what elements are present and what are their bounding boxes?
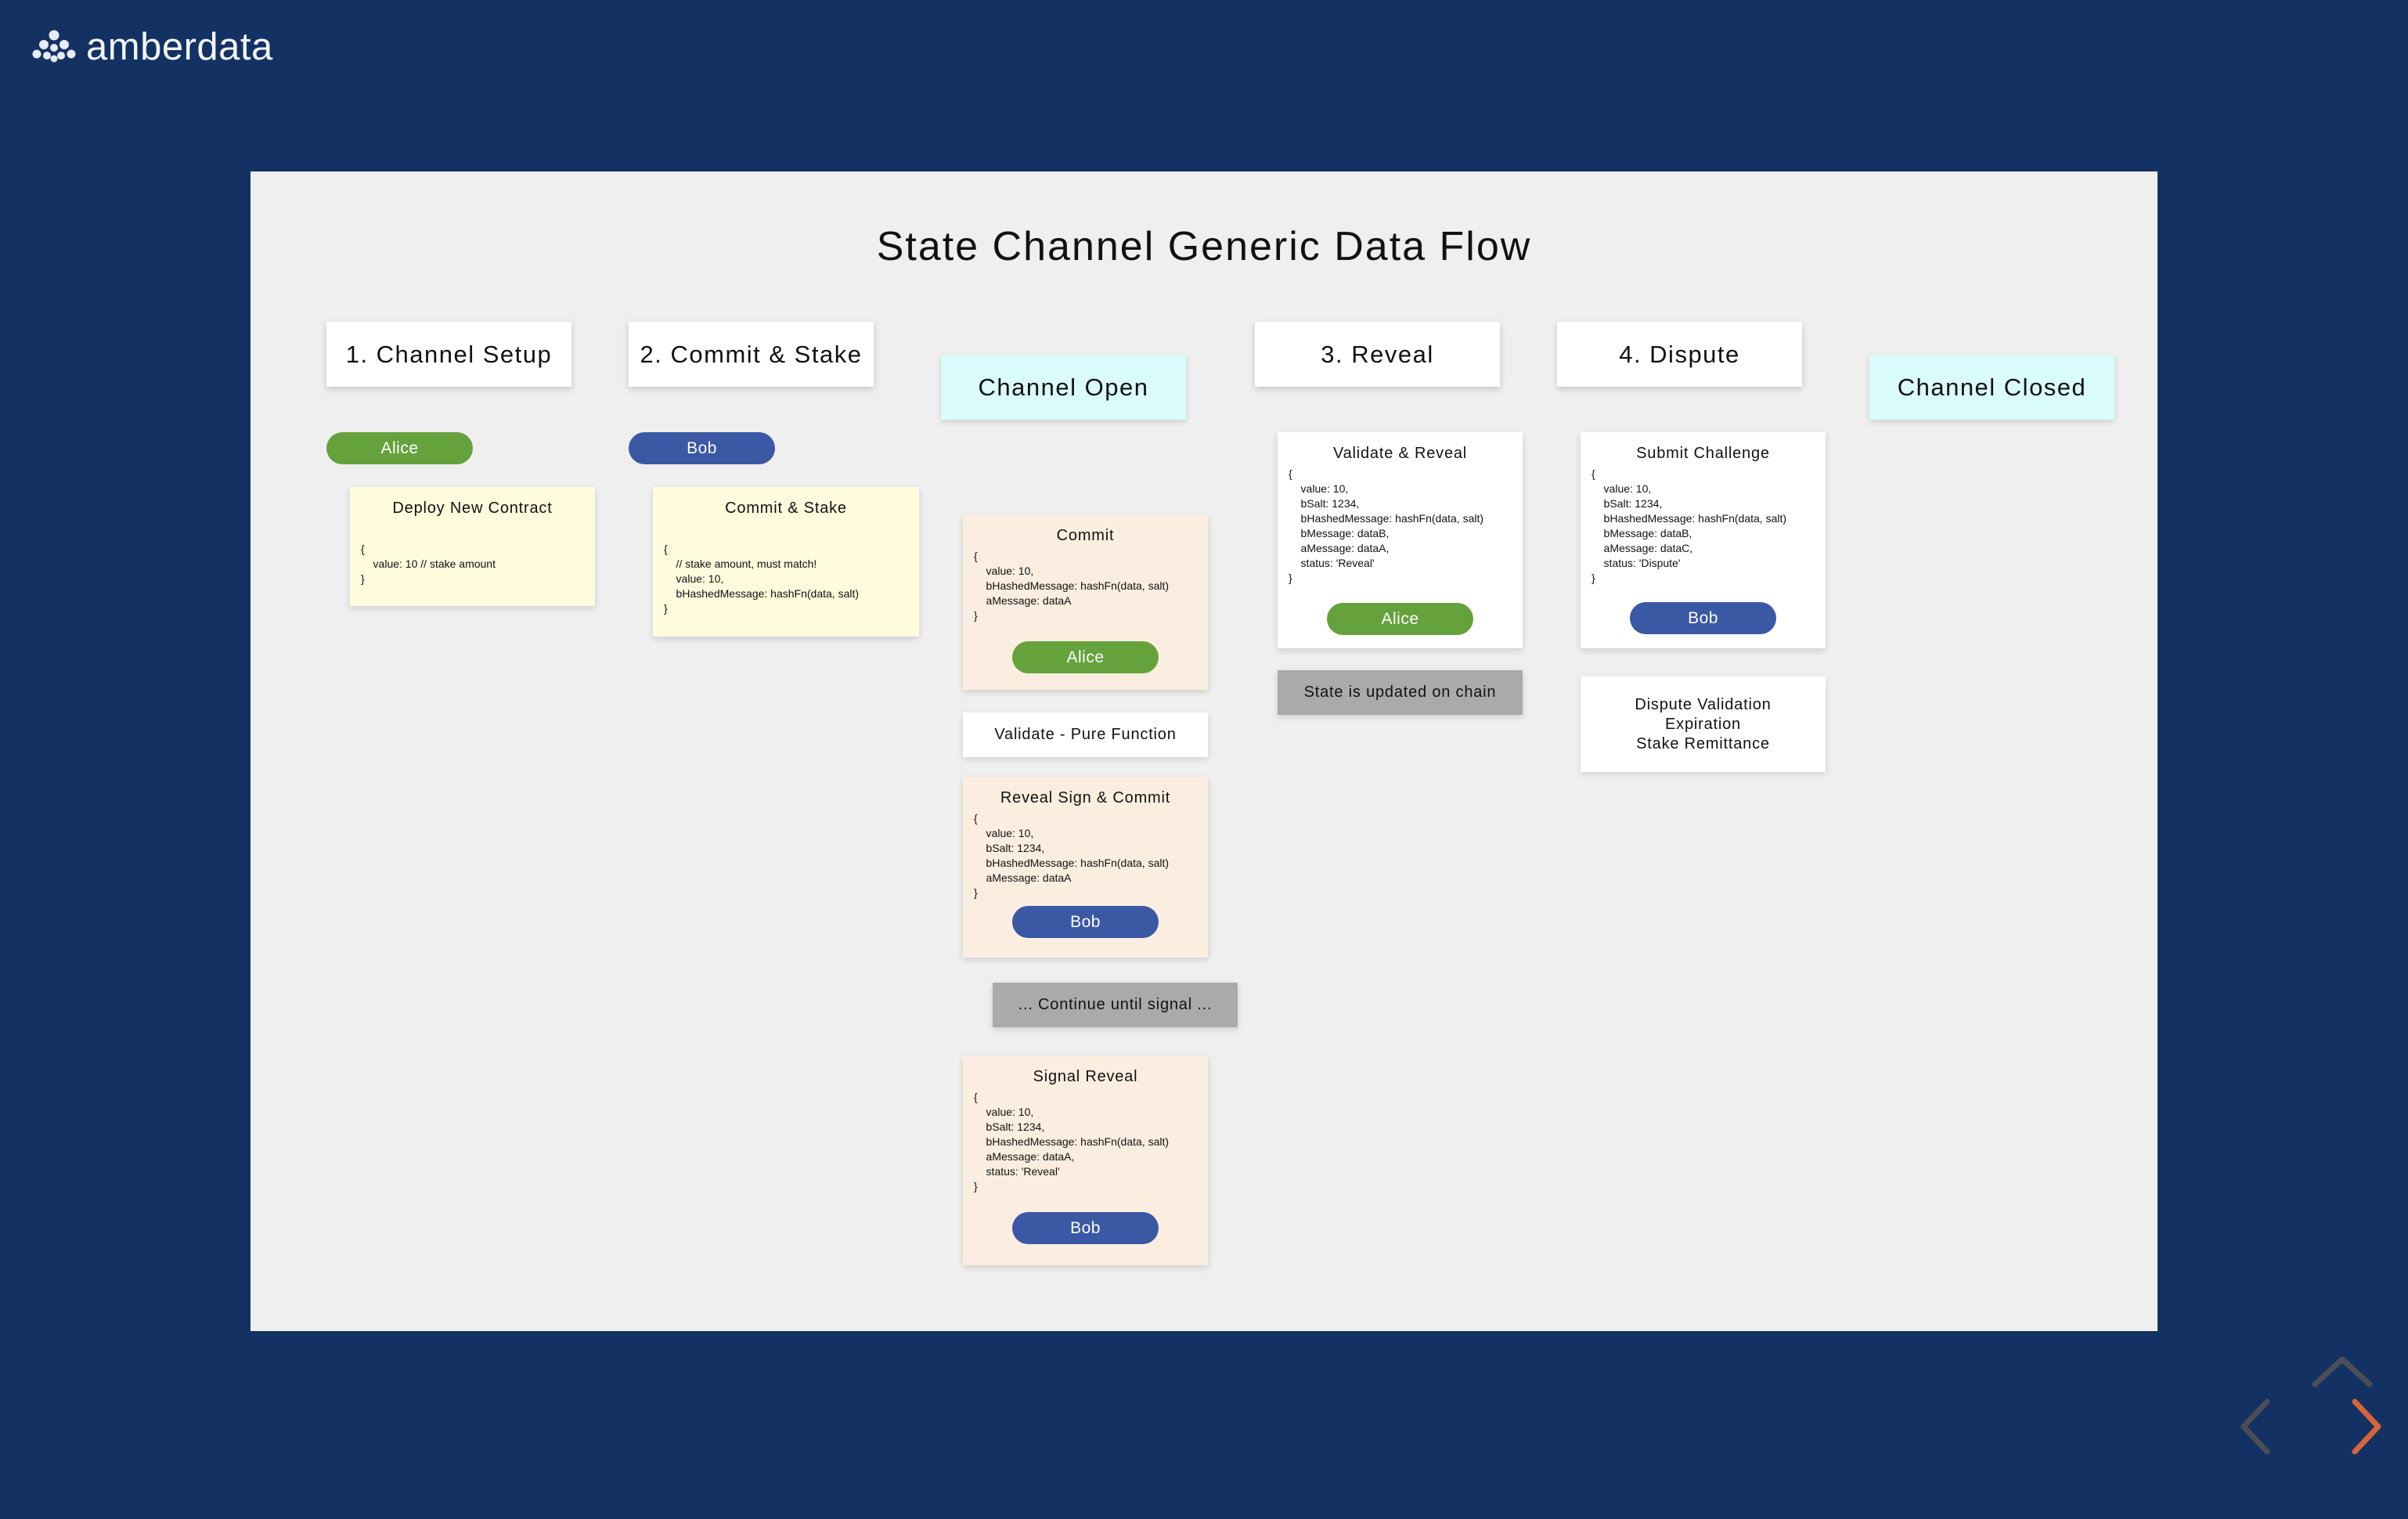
signal-reveal-card: Signal Reveal { value: 10, bSalt: 1234, … [963, 1055, 1208, 1265]
card-title: Commit & Stake [725, 500, 847, 517]
state-updated-box: State is updated on chain [1278, 670, 1523, 715]
validate-pure-function-box: Validate - Pure Function [963, 713, 1208, 757]
card-title: Signal Reveal [1033, 1068, 1138, 1085]
slide-canvas: State Channel Generic Data Flow 1. Chann… [251, 171, 2157, 1331]
slide-title: State Channel Generic Data Flow [876, 224, 1532, 269]
code-block: { value: 10 // stake amount } [361, 543, 496, 585]
stage-channel-setup: 1. Channel Setup [326, 322, 571, 387]
card-title: Deploy New Contract [392, 500, 553, 517]
nav-right-icon[interactable] [2352, 1398, 2381, 1455]
stage-reveal: 3. Reveal [1255, 322, 1500, 387]
brand-name: amberdata [86, 26, 273, 68]
dispute-note: Expiration [1665, 715, 1741, 733]
code-block: { value: 10, bSalt: 1234, bHashedMessage… [1592, 467, 1787, 584]
dispute-note: Stake Remittance [1636, 734, 1770, 752]
nav-left-icon[interactable] [2240, 1398, 2270, 1455]
state-channel-closed: Channel Closed [1869, 355, 2114, 420]
deploy-contract-card: Deploy New Contract { value: 10 // stake… [350, 487, 595, 606]
nav-up-icon[interactable] [2312, 1356, 2373, 1387]
validate-reveal-card: Validate & Reveal { value: 10, bSalt: 12… [1278, 432, 1523, 648]
stage-dispute: 4. Dispute [1557, 322, 1802, 387]
card-title: Validate & Reveal [1332, 445, 1468, 462]
commit-stake-card: Commit & Stake { // stake amount, must m… [653, 487, 919, 637]
actor-bob-badge: Bob [1012, 906, 1159, 938]
slide-navigation [2240, 1356, 2381, 1455]
actor-bob-badge: Bob [1012, 1212, 1159, 1244]
code-block: { value: 10, bSalt: 1234, bHashedMessage… [974, 812, 1170, 899]
actor-alice-badge: Alice [1327, 603, 1473, 635]
card-title: Commit [1056, 527, 1115, 544]
code-block: { // stake amount, must match! value: 10… [664, 543, 860, 615]
card-title: Reveal Sign & Commit [1000, 789, 1171, 806]
dispute-note: Dispute Validation [1635, 695, 1772, 713]
dispute-outcomes-box: Dispute Validation Expiration Stake Remi… [1581, 677, 1826, 772]
actor-alice-badge: Alice [1012, 641, 1159, 673]
card-title: Submit Challenge [1636, 445, 1770, 462]
reveal-sign-commit-card: Reveal Sign & Commit { value: 10, bSalt:… [963, 777, 1208, 958]
submit-challenge-card: Submit Challenge { value: 10, bSalt: 123… [1581, 432, 1826, 648]
continue-until-signal-box: ... Continue until signal ... [993, 983, 1238, 1027]
state-channel-open: Channel Open [941, 355, 1186, 420]
actor-bob-badge: Bob [1630, 602, 1776, 634]
stage-commit-stake: 2. Commit & Stake [629, 322, 874, 387]
actor-alice-badge: Alice [326, 432, 473, 464]
code-block: { value: 10, bHashedMessage: hashFn(data… [974, 550, 1170, 622]
code-block: { value: 10, bSalt: 1234, bHashedMessage… [974, 1091, 1170, 1192]
amberdata-logo-icon [32, 30, 76, 63]
brand-logo: amberdata [31, 26, 273, 68]
commit-card: Commit { value: 10, bHashedMessage: hash… [963, 514, 1208, 690]
actor-bob-badge: Bob [629, 432, 775, 464]
code-block: { value: 10, bSalt: 1234, bHashedMessage… [1289, 467, 1484, 584]
